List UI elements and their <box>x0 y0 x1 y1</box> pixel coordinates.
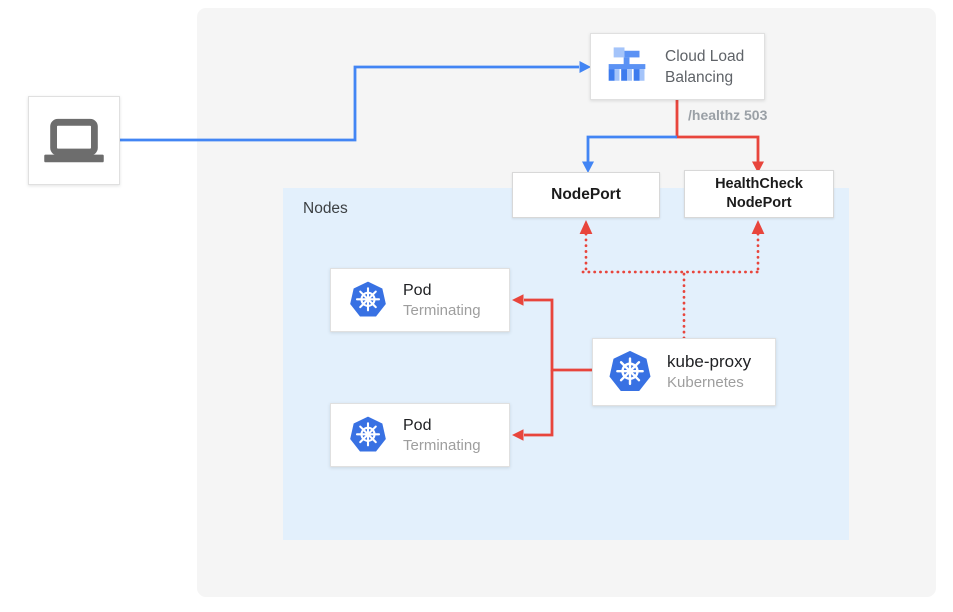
pod-status: Terminating <box>403 436 481 454</box>
kube-proxy-subtitle: Kubernetes <box>667 374 744 391</box>
nodes-group-label: Nodes <box>303 200 348 217</box>
clb-label-line1: Cloud Load <box>665 47 745 65</box>
pod-node-1[interactable]: Pod Terminating <box>330 268 510 332</box>
cloud-load-balancing-node[interactable]: Cloud Load Balancing <box>590 33 765 100</box>
nodeport-node[interactable]: NodePort <box>512 172 660 218</box>
healthcheck-nodeport-node[interactable]: HealthCheck NodePort <box>684 170 834 218</box>
nodeport-label: NodePort <box>551 186 621 203</box>
healthz-annotation: /healthz 503 <box>688 107 768 123</box>
laptop-icon <box>44 118 104 162</box>
kubernetes-icon <box>350 416 386 452</box>
pod-node-2[interactable]: Pod Terminating <box>330 403 510 467</box>
pod-title: Pod <box>403 416 432 434</box>
cloud-load-balancing-icon <box>608 46 646 81</box>
kube-proxy-node[interactable]: kube-proxy Kubernetes <box>592 338 776 406</box>
clb-label-line2: Balancing <box>665 68 734 86</box>
healthcheck-label-line1: HealthCheck <box>715 176 803 192</box>
healthcheck-label-line2: NodePort <box>726 195 792 211</box>
pod-title: Pod <box>403 281 432 299</box>
kube-proxy-title: kube-proxy <box>667 352 752 371</box>
pod-status: Terminating <box>403 301 481 319</box>
client-device[interactable] <box>28 96 120 185</box>
kubernetes-icon <box>609 350 651 391</box>
kubernetes-icon <box>350 281 386 317</box>
